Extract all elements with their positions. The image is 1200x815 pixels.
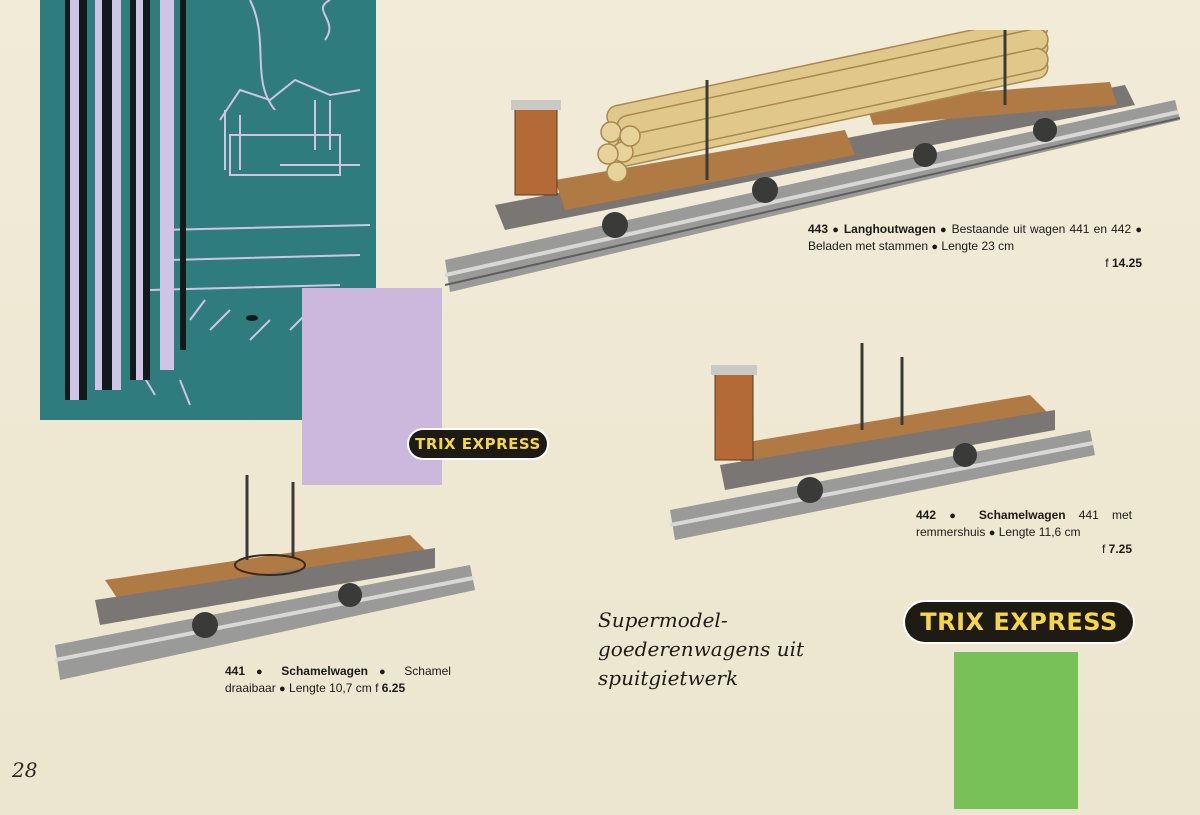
wagon-442-image <box>670 335 1135 550</box>
product-name: Langhoutwagen <box>843 222 936 236</box>
log-wagon-443-image <box>445 30 1180 300</box>
bullet-icon: ● <box>256 666 271 678</box>
bullet-icon: ● <box>279 683 286 695</box>
bullet-icon: ● <box>939 224 948 236</box>
price-value: 14.25 <box>1111 256 1142 270</box>
bullet-icon: ● <box>931 241 939 253</box>
trix-express-logo-large: TRIX EXPRESS <box>905 602 1133 642</box>
tagline-line: goederenwagens uit <box>598 637 805 661</box>
caption-442: 442 ● Schamelwagen 441 met remmershuis ●… <box>916 507 1132 557</box>
product-desc: en 442 <box>1093 222 1132 236</box>
bullet-icon: ● <box>832 224 840 236</box>
product-price: f 14.25 <box>808 255 1142 271</box>
caption-443: 443 ● Langhoutwagen ● Bestaande uit wage… <box>808 221 1142 271</box>
product-number: 442 <box>916 508 937 522</box>
product-number: 441 <box>225 664 246 678</box>
bullet-icon: ● <box>988 527 996 539</box>
price-value: 6.25 <box>381 681 406 695</box>
trix-express-logo-small: TRIX EXPRESS <box>409 430 547 458</box>
product-length: Lengte 10,7 cm f <box>289 681 379 695</box>
page-number: 28 <box>12 758 38 782</box>
product-desc: Schamel <box>404 664 451 678</box>
bullet-icon: ● <box>949 510 966 522</box>
product-desc: remmershuis <box>916 525 986 539</box>
script-tagline: Supermodel- goederenwagens uit spuitgiet… <box>598 606 828 693</box>
bullet-icon: ● <box>378 666 394 678</box>
product-desc: 441 met <box>1078 508 1132 522</box>
price-prefix: f <box>1101 542 1106 556</box>
product-number: 443 <box>808 222 829 236</box>
wagon-441-image <box>55 470 475 690</box>
caption-441: 441 ● Schamelwagen ● Schamel draaibaar ●… <box>225 663 451 697</box>
green-color-swatch <box>954 652 1078 809</box>
tagline-line: spuitgietwerk <box>598 666 739 690</box>
tagline-line: Supermodel- <box>598 608 728 632</box>
forest-illustration <box>40 0 376 420</box>
product-desc: Beladen met stammen <box>808 239 929 253</box>
product-name: Schamelwagen <box>281 664 368 678</box>
product-length: Lengte 23 cm <box>941 239 1015 253</box>
product-desc: Bestaande uit wagen 441 <box>951 222 1090 236</box>
product-name: Schamelwagen <box>978 508 1066 522</box>
product-desc: draaibaar <box>225 681 276 695</box>
product-price: f 7.25 <box>916 541 1132 557</box>
price-value: 7.25 <box>1108 542 1132 556</box>
price-prefix: f <box>1105 256 1109 270</box>
product-length: Lengte 11,6 cm <box>998 525 1081 539</box>
bullet-icon: ● <box>1135 224 1142 236</box>
